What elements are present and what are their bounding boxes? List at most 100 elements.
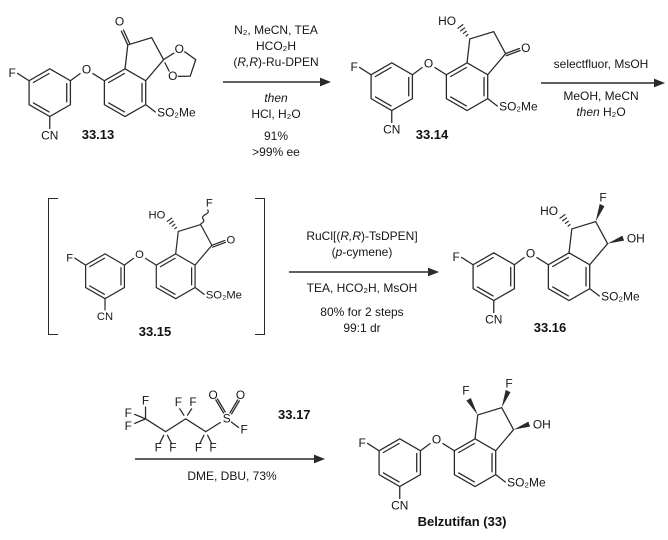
bond-lines xyxy=(366,389,531,500)
condition-line: MeOH, MeCN xyxy=(563,89,639,103)
atom-label-fluorine: F xyxy=(358,436,365,450)
step4-conditions-below: DME, DBU, 73% xyxy=(152,468,312,484)
yield-line: 91% xyxy=(263,129,289,143)
wedge-bond-f xyxy=(595,203,605,222)
structure-33-15: F O CN SO₂Me HO F O xyxy=(66,197,242,323)
reagent-line: selectfluor, MsOH xyxy=(553,57,649,71)
atom-label-fluorine: F xyxy=(125,406,132,420)
reagent-line: HCO₂H xyxy=(256,39,296,53)
reaction-arrow-2 xyxy=(541,78,665,88)
bond-lines xyxy=(133,398,240,445)
reagent-line: N₂, MeCN, TEA xyxy=(234,23,318,37)
reaction-arrow-4 xyxy=(135,454,325,464)
atom-label-fluorine-c2: F xyxy=(206,197,213,209)
wedge-bond-oh xyxy=(513,421,531,430)
atom-label-hydroxyl-c1: OH xyxy=(627,232,645,246)
reaction-arrow-3 xyxy=(289,267,439,277)
atom-label-ether-oxygen: O xyxy=(526,246,535,260)
atom-label-ketone-oxygen: O xyxy=(226,235,235,247)
condition-line: HCl, H₂O xyxy=(251,107,301,121)
wedge-bond-f-c2 xyxy=(501,389,511,408)
reagent-line: (p-cymene) xyxy=(331,245,393,259)
compound-label-33-17: 33.17 xyxy=(278,407,311,422)
compound-label-33-13: 33.13 xyxy=(81,127,115,142)
atom-label-fluorine: F xyxy=(452,250,459,264)
structure-33-16: F O CN SO₂Me HO F OH xyxy=(452,192,645,327)
atom-label-nitrile: CN xyxy=(97,311,113,323)
atom-label-fluorine: F xyxy=(155,441,162,455)
atom-label-ketone-oxygen: O xyxy=(521,41,530,55)
atom-label-sulfonylmethyl: SO₂Me xyxy=(601,290,640,304)
step3-conditions-below: TEA, HCO₂H, MsOH xyxy=(277,280,447,296)
atom-label-fluorine-c2: F xyxy=(599,192,606,204)
atom-label-fluorine: F xyxy=(189,395,196,409)
atom-label-dioxolane-oxygen-bottom: O xyxy=(168,69,177,83)
atom-label-fluorine: F xyxy=(350,60,357,74)
yield-line: >99% ee xyxy=(252,145,300,159)
yield-line: 80% for 2 steps xyxy=(320,305,404,319)
atom-label-nitrile: CN xyxy=(485,313,502,327)
compound-label-33-16: 33.16 xyxy=(533,320,567,335)
condition-line: then H₂O xyxy=(576,105,626,119)
compound-label-33-15: 33.15 xyxy=(138,324,172,339)
step1-reagents-above: N₂, MeCN, TEA HCO₂H (R,R)-Ru-DPEN xyxy=(214,22,338,70)
atom-label-fluorine: F xyxy=(169,441,176,455)
atom-label-fluorine: F xyxy=(175,395,182,409)
bond-lines xyxy=(74,209,227,311)
atom-label-sulfonylmethyl: SO₂Me xyxy=(206,290,242,302)
step3-reagents-above: RuCl[(R,R)-TsDPEN] (p-cymene) xyxy=(277,228,447,260)
reagent-line: (R,R)-Ru-DPEN xyxy=(233,55,319,69)
step1-yield: 91% >99% ee xyxy=(214,128,338,160)
bond-lines xyxy=(16,29,197,130)
atom-label-sulfonyl-oxygen: O xyxy=(208,388,217,402)
step2-reagents-above: selectfluor, MsOH xyxy=(534,56,668,72)
atom-label-nitrile: CN xyxy=(391,499,408,513)
atom-label-fluorine-c3: F xyxy=(462,384,469,398)
step1-conditions-below: then HCl, H₂O xyxy=(214,90,338,122)
atom-label-ether-oxygen: O xyxy=(82,62,91,76)
atom-label-sulfonylmethyl: SO₂Me xyxy=(157,106,196,120)
atom-label-ketone-oxygen: O xyxy=(115,15,124,29)
step3-yield: 80% for 2 steps 99:1 dr xyxy=(277,304,447,336)
bond-lines xyxy=(358,24,521,124)
atom-label-hydroxyl: HO xyxy=(540,204,558,218)
wedge-bond-f-c3 xyxy=(466,398,478,415)
condition-line: TEA, HCO₂H, MsOH xyxy=(306,281,418,295)
bond-lines xyxy=(460,203,625,314)
condition-line: DME, DBU, 73% xyxy=(187,469,277,483)
yield-line: 99:1 dr xyxy=(343,321,381,335)
atom-label-sulfonylmethyl: SO₂Me xyxy=(499,100,538,114)
atom-label-fluorine: F xyxy=(66,253,73,265)
atom-label-fluorine: F xyxy=(209,441,216,455)
reagent-line: RuCl[(R,R)-TsDPEN] xyxy=(306,229,418,243)
compound-label-belzutifan: Belzutifan (33) xyxy=(417,514,507,529)
structure-33-13: F O CN SO₂Me O O O xyxy=(8,15,197,143)
wedge-bond-oh xyxy=(607,235,625,244)
atom-label-fluorine: F xyxy=(195,441,202,455)
atom-label-sulfonylmethyl: SO₂Me xyxy=(507,476,546,490)
bracket-left xyxy=(48,198,58,335)
atom-label-sulfonyl-oxygen: O xyxy=(236,388,245,402)
wavy-bond xyxy=(200,209,209,225)
step2-conditions-below: MeOH, MeCN then H₂O xyxy=(534,88,668,120)
atom-label-fluorine: F xyxy=(240,422,247,436)
structure-belzutifan: F O CN SO₂Me F F OH xyxy=(358,378,551,513)
atom-label-sulfur: S xyxy=(223,412,231,426)
atom-label-hydroxyl: HO xyxy=(438,14,456,28)
structure-33-14: F O CN SO₂Me HO O xyxy=(350,14,538,137)
atom-label-ether-oxygen: O xyxy=(135,249,144,261)
atom-label-nitrile: CN xyxy=(383,123,400,137)
atom-label-hydroxyl-c1: OH xyxy=(533,418,551,432)
atom-label-fluorine: F xyxy=(142,393,149,407)
atom-label-fluorine: F xyxy=(8,66,15,80)
atom-label-dioxolane-oxygen-top: O xyxy=(175,42,184,56)
compound-label-33-14: 33.14 xyxy=(415,127,449,142)
atom-label-fluorine: F xyxy=(125,419,132,433)
condition-line: then xyxy=(264,91,288,105)
reaction-arrow-1 xyxy=(223,77,331,87)
atom-label-fluorine-c2: F xyxy=(505,378,512,390)
atom-label-hydroxyl: HO xyxy=(149,210,166,222)
atom-label-ether-oxygen: O xyxy=(424,56,433,70)
atom-label-nitrile: CN xyxy=(41,129,58,143)
